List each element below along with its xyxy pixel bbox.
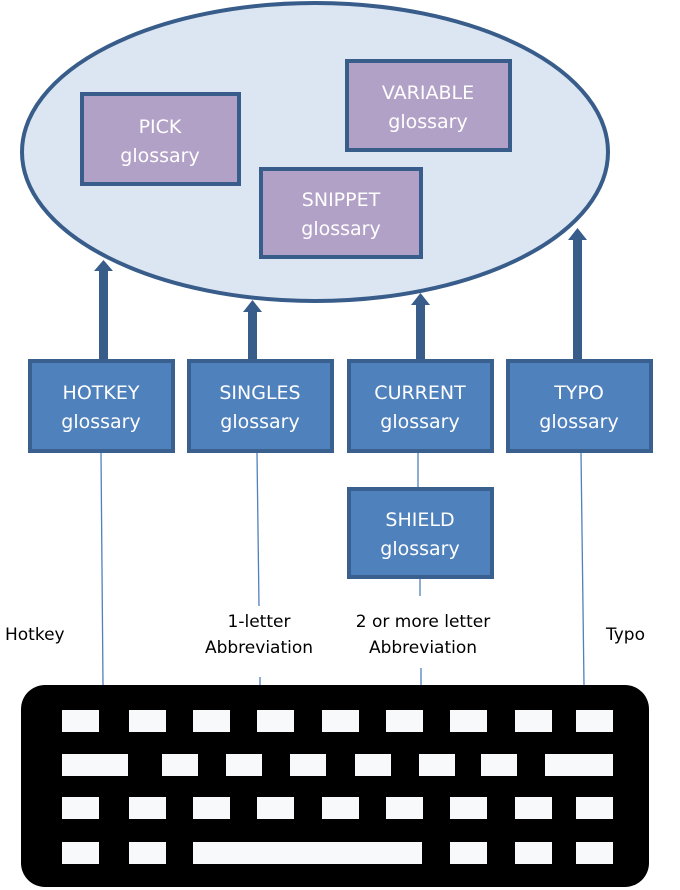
snippet-glossary-box: SNIPPET glossary: [259, 167, 423, 259]
hotkey-glossary-subtitle: glossary: [61, 411, 140, 433]
hotkey-input-label: Hotkey: [5, 625, 65, 645]
keyboard-key: [386, 710, 423, 732]
typo-connector-line: [580, 452, 585, 686]
keyboard-key: [162, 754, 198, 776]
current-glossary-subtitle: glossary: [380, 411, 459, 433]
snippet-glossary-subtitle: glossary: [301, 218, 380, 240]
keyboard-key: [62, 754, 128, 776]
keyboard-key: [386, 797, 423, 819]
singles-glossary-box: SINGLES glossary: [187, 359, 334, 453]
keyboard-key: [419, 754, 455, 776]
keyboard-key: [576, 797, 613, 819]
keyboard-key: [257, 797, 294, 819]
keyboard-key: [576, 842, 613, 864]
singles-glossary-title: SINGLES: [219, 382, 300, 404]
keyboard-key: [322, 710, 359, 732]
typo-arrow: [568, 228, 587, 359]
shield-glossary-title: SHIELD: [385, 509, 454, 531]
keyboard-spacebar: [193, 842, 422, 864]
current-glossary-box: CURRENT glossary: [347, 359, 494, 453]
variable-glossary-subtitle: glossary: [388, 111, 467, 133]
keyboard-key: [515, 710, 552, 732]
shield-glossary-box: SHIELD glossary: [347, 487, 494, 579]
hotkey-arrow: [94, 260, 113, 359]
keyboard-key: [450, 842, 487, 864]
keyboard-key: [226, 754, 262, 776]
keyboard-key: [129, 797, 166, 819]
keyboard-key: [62, 797, 99, 819]
keyboard-key: [322, 797, 359, 819]
typo-input-label: Typo: [605, 625, 645, 645]
hotkey-connector-line: [100, 452, 104, 686]
keyboard-key: [545, 754, 613, 776]
hotkey-glossary-box: HOTKEY glossary: [28, 359, 175, 453]
keyboard-key: [62, 710, 99, 732]
typo-glossary-box: TYPO glossary: [506, 359, 653, 453]
hotkey-glossary-title: HOTKEY: [63, 382, 140, 404]
typo-glossary-title: TYPO: [553, 382, 604, 404]
pick-glossary-title: PICK: [139, 116, 182, 138]
keyboard-key: [193, 710, 230, 732]
singles-connector-line-upper: [256, 452, 260, 607]
multi-letter-input-label-line1: 2 or more letter: [356, 612, 490, 632]
shield-glossary-subtitle: glossary: [380, 538, 459, 560]
variable-glossary-title: VARIABLE: [382, 82, 474, 104]
keyboard-key: [129, 710, 166, 732]
keyboard-key: [481, 754, 517, 776]
typo-glossary-subtitle: glossary: [539, 411, 618, 433]
keyboard-icon: [21, 685, 649, 887]
keyboard-key: [62, 842, 99, 864]
pick-glossary-subtitle: glossary: [120, 145, 199, 167]
snippet-glossary-title: SNIPPET: [302, 189, 381, 211]
keyboard-key: [290, 754, 326, 776]
singles-glossary-subtitle: glossary: [220, 411, 299, 433]
keyboard-key: [450, 710, 487, 732]
current-glossary-title: CURRENT: [374, 382, 466, 404]
keyboard-key: [355, 754, 391, 776]
pick-glossary-box: PICK glossary: [80, 92, 241, 186]
one-letter-input-label-line2: Abbreviation: [205, 638, 313, 658]
keyboard-body: [21, 685, 649, 887]
keyboard-key: [129, 842, 166, 864]
current-arrow: [411, 293, 430, 359]
keyboard-key: [193, 797, 230, 819]
keyboard-key: [515, 797, 552, 819]
singles-arrow: [243, 300, 262, 359]
keyboard-key: [257, 710, 294, 732]
variable-glossary-box: VARIABLE glossary: [345, 59, 512, 152]
keyboard-key: [450, 797, 487, 819]
keyboard-key: [515, 842, 552, 864]
one-letter-input-label-line1: 1-letter: [228, 612, 291, 632]
keyboard-key: [576, 710, 613, 732]
multi-letter-input-label-line2: Abbreviation: [369, 638, 477, 658]
